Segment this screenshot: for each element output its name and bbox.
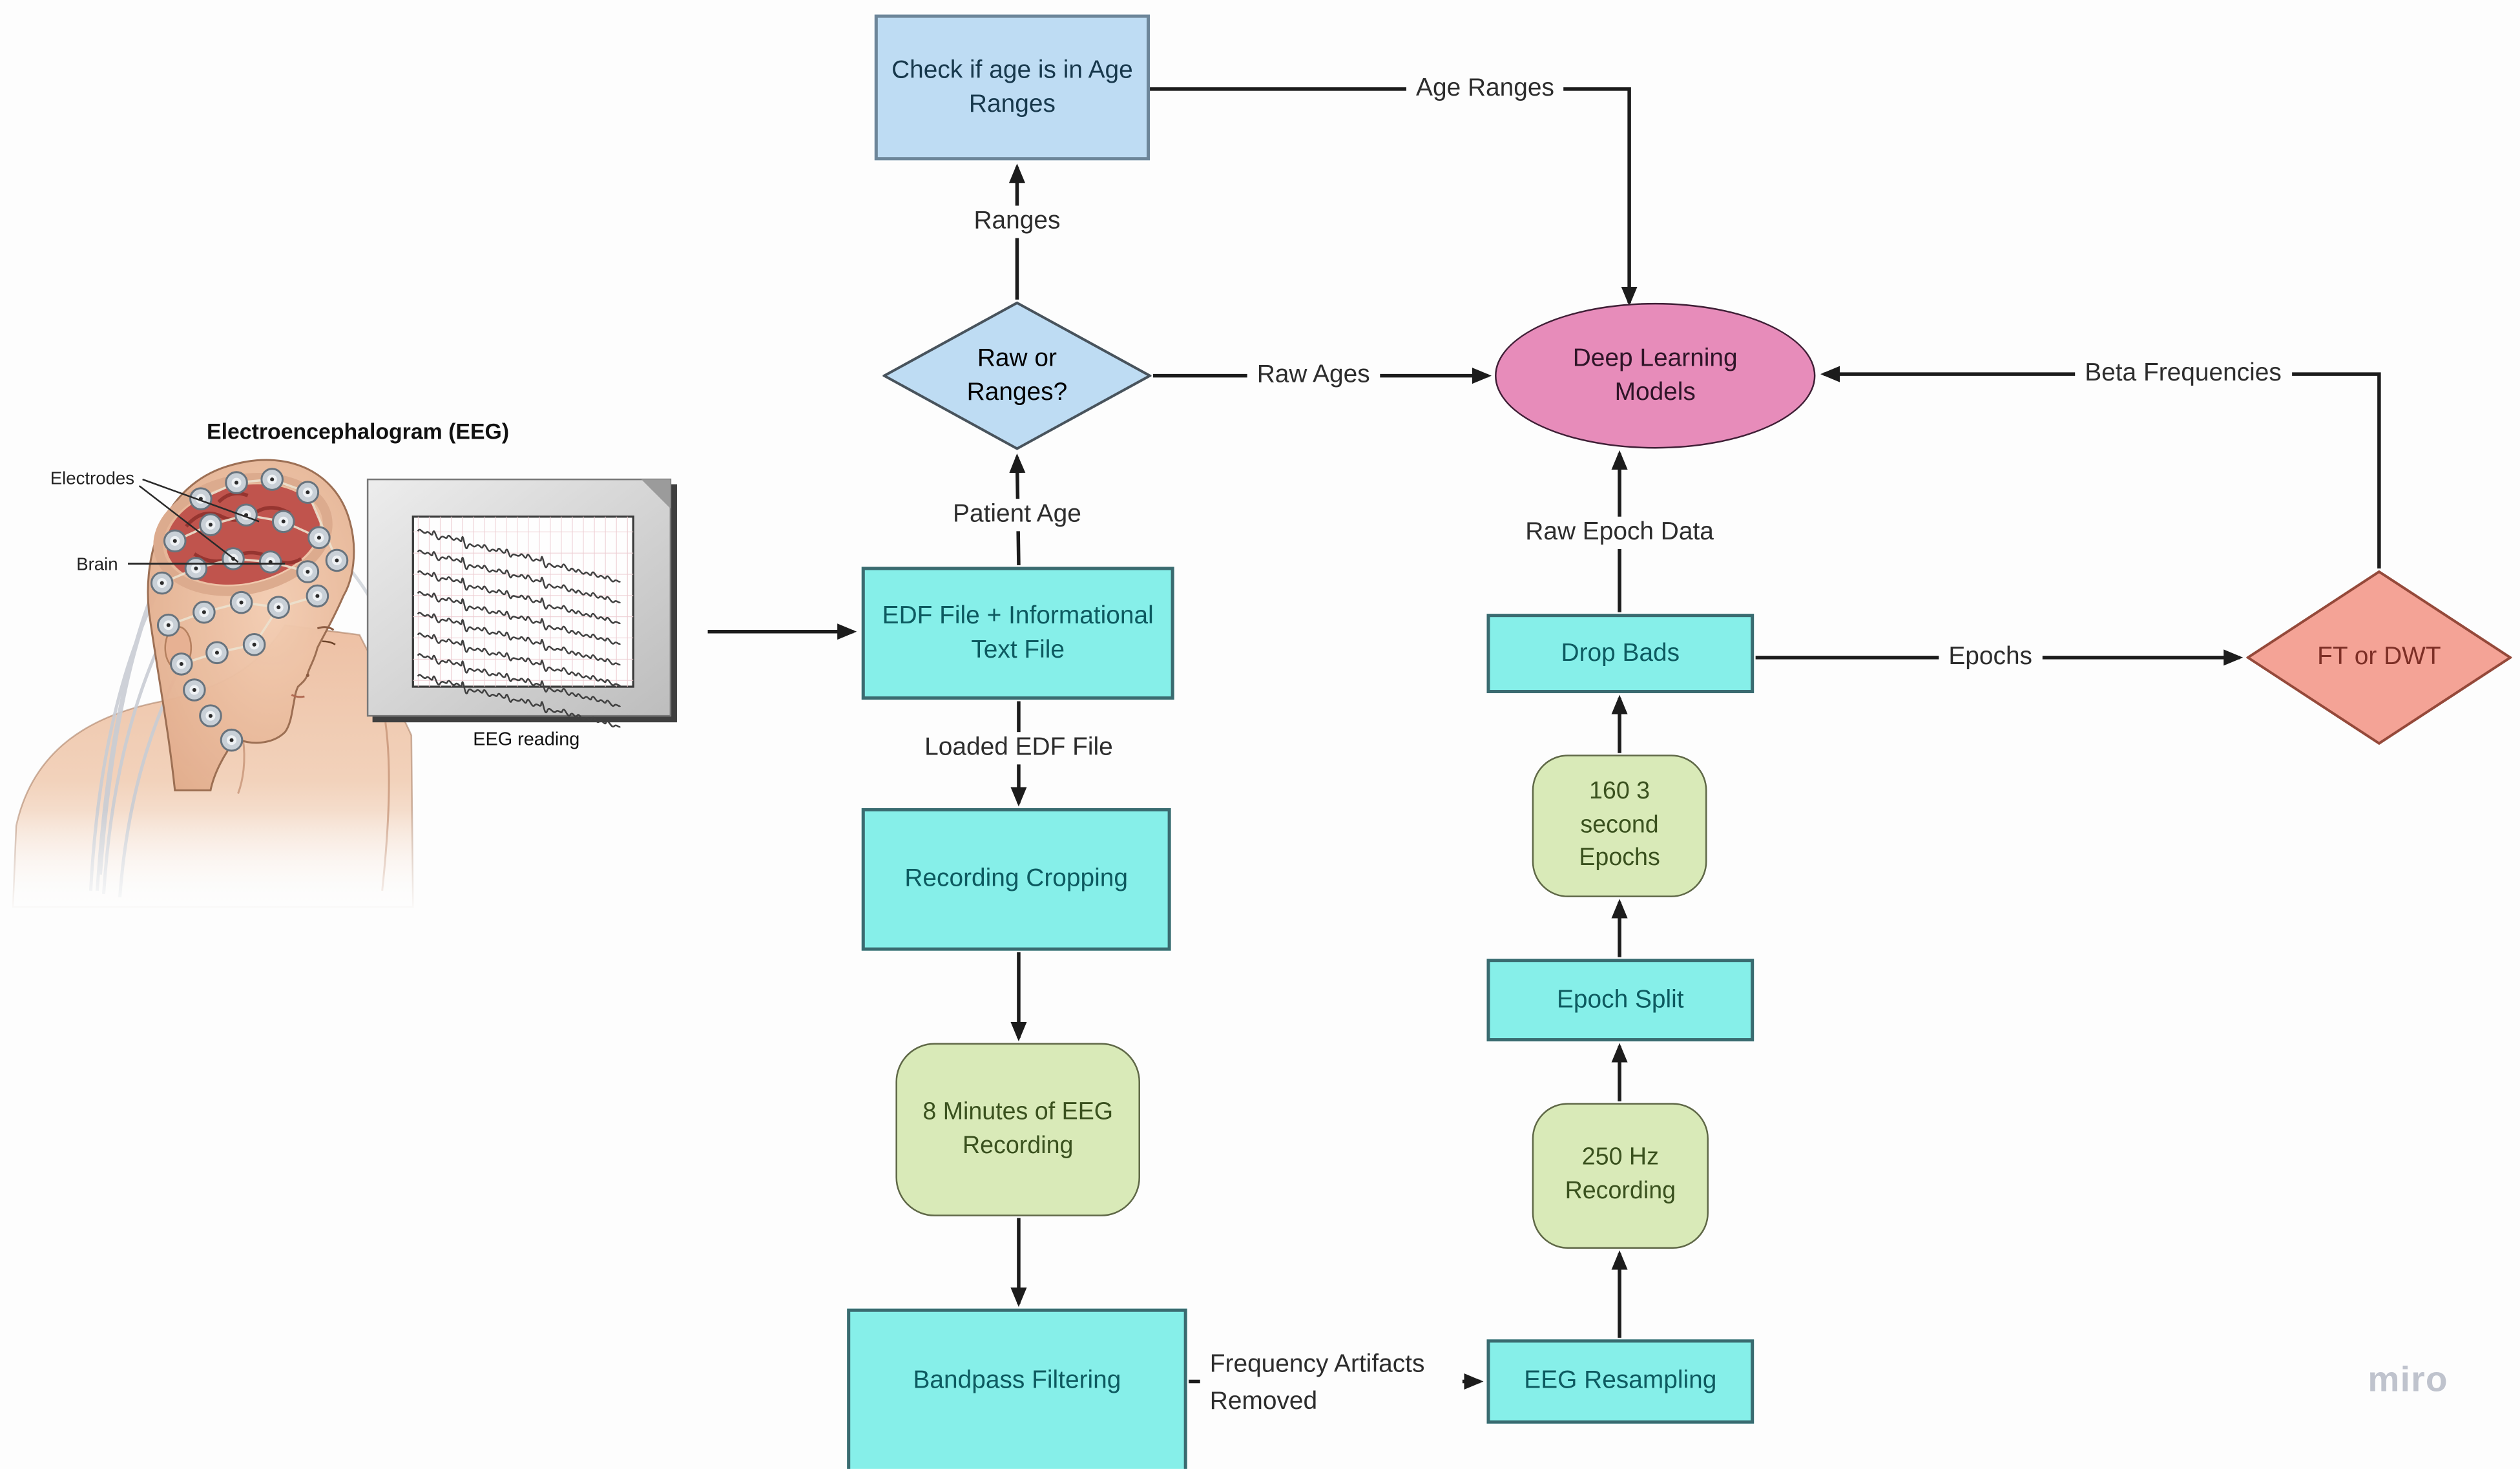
edge-label-beta-frequencies[interactable]: Beta Frequencies	[2075, 358, 2291, 391]
node-label: Recording Cropping	[904, 865, 1128, 893]
node-bandpass-filtering[interactable]: Bandpass Filtering	[847, 1308, 1187, 1469]
eeg-illustration-image[interactable]: Electroencephalogram (EEG) Electrodes Br…	[0, 405, 745, 923]
node-drop-bads[interactable]: Drop Bads	[1486, 614, 1755, 694]
node-label: FT or DWT	[2317, 643, 2441, 671]
eeg-monitor	[366, 478, 677, 728]
node-label: Deep Learning Models	[1572, 344, 1738, 407]
node-raw-or-ranges[interactable]: Raw or Ranges?	[882, 301, 1152, 450]
node-label: Raw or Ranges?	[966, 344, 1068, 407]
electrodes-label: Electrodes	[50, 468, 134, 488]
edge-label-loaded-edf-file[interactable]: Loaded EDF File	[915, 732, 1123, 765]
node-label: 160 3 second Epochs	[1579, 777, 1660, 872]
brain-label: Brain	[76, 554, 118, 574]
electrodes-callout: Electrodes	[50, 468, 260, 563]
node-label: Bandpass Filtering	[913, 1367, 1121, 1395]
miro-watermark[interactable]: miro	[2368, 1359, 2448, 1400]
node-label: EEG Resampling	[1524, 1367, 1717, 1395]
edge-label-patient-age[interactable]: Patient Age	[942, 499, 1091, 532]
electrode-cap	[150, 468, 349, 752]
edge-label-raw-ages[interactable]: Raw Ages	[1247, 359, 1380, 392]
node-check-age[interactable]: Check if age is in Age Ranges	[874, 14, 1151, 161]
node-recording-cropping[interactable]: Recording Cropping	[861, 808, 1171, 951]
diamond-shape	[2246, 570, 2512, 745]
node-label: 250 Hz Recording	[1565, 1143, 1676, 1205]
node-250hz-recording[interactable]: 250 Hz Recording	[1532, 1103, 1709, 1249]
node-deep-learning-models[interactable]: Deep Learning Models	[1495, 302, 1816, 449]
node-eeg-resampling[interactable]: EEG Resampling	[1486, 1339, 1755, 1424]
node-160-epochs[interactable]: 160 3 second Epochs	[1532, 755, 1707, 897]
eeg-reading-caption: EEG reading	[473, 729, 579, 749]
brain-callout: Brain	[76, 554, 286, 574]
node-label: 8 Minutes of EEG Recording	[922, 1098, 1114, 1159]
node-epoch-split[interactable]: Epoch Split	[1486, 959, 1755, 1042]
eeg-illustration-graphic: Electroencephalogram (EEG) Electrodes Br…	[0, 419, 677, 913]
edge-label-raw-epoch-data[interactable]: Raw Epoch Data	[1515, 516, 1723, 549]
node-label: Drop Bads	[1561, 639, 1680, 667]
connector-checkage-to-deeplearning-age-ranges[interactable]	[1150, 87, 1638, 306]
node-label: Epoch Split	[1556, 986, 1684, 1014]
connector-ftdwt-to-deeplearning-beta-frequencies[interactable]	[1820, 366, 2381, 568]
diamond-shape	[882, 301, 1152, 450]
node-ft-or-dwt[interactable]: FT or DWT	[2246, 570, 2512, 745]
edge-label-frequency-artifacts-removed[interactable]: Frequency Artifacts Removed	[1200, 1344, 1463, 1423]
edge-label-epochs[interactable]: Epochs	[1939, 641, 2043, 674]
node-label: Check if age is in Age Ranges	[891, 56, 1133, 119]
node-edf-file[interactable]: EDF File + Informational Text File	[861, 567, 1174, 700]
edge-label-ranges[interactable]: Ranges	[964, 205, 1070, 238]
node-label: EDF File + Informational Text File	[882, 601, 1154, 664]
node-8-minutes-eeg[interactable]: 8 Minutes of EEG Recording	[895, 1043, 1140, 1216]
illustration-title: Electroencephalogram (EEG)	[207, 419, 509, 444]
edge-label-age-ranges[interactable]: Age Ranges	[1406, 72, 1564, 105]
